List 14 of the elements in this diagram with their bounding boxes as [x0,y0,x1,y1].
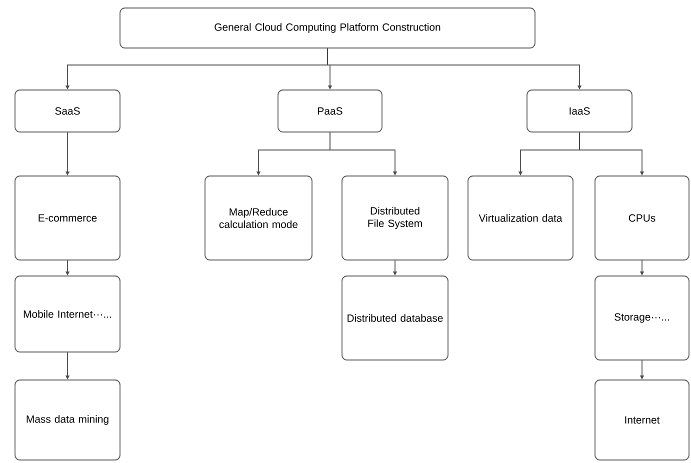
process-box: Internet [594,380,690,460]
process-box: PaaS [278,90,382,132]
process-box: SaaS [14,90,120,132]
process-box: Mass data mining [14,380,120,460]
process-box: E-commerce [14,176,120,260]
process-box: Virtualization data [468,176,574,260]
process-box: Map/Reduce calculation mode [204,176,312,260]
title-box: General Cloud Computing Platform Construction [120,8,536,48]
process-box: Distributed database [342,276,448,360]
process-box: CPUs [594,176,690,260]
process-box: Mobile Internet···... [14,276,120,352]
process-box: Distributed File System [342,176,448,260]
process-box: Storage···... [594,276,690,360]
process-box: IaaS [526,90,632,132]
